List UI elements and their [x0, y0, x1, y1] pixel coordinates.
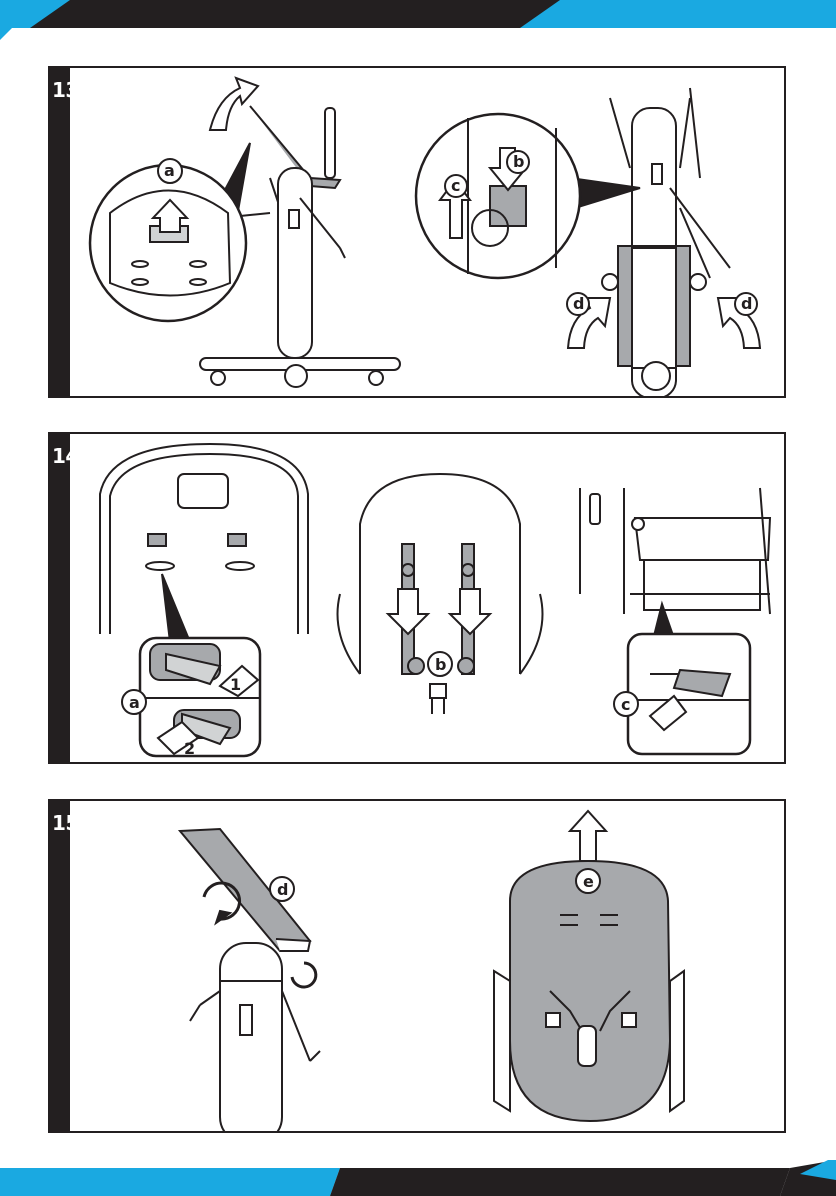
step-14-panel: 14 1 2: [48, 432, 786, 764]
step-13-panel: 13: [48, 66, 786, 398]
callout-e: e: [583, 872, 594, 891]
step-number-bar: 15: [50, 801, 70, 1131]
callout-d-left: d: [573, 294, 584, 313]
step-label-2: 2: [184, 739, 195, 758]
header-band: [0, 0, 836, 40]
step-number-bar: 13: [50, 68, 70, 396]
callout-b: b: [513, 152, 524, 171]
callout-a: a: [129, 693, 140, 712]
callout-a: a: [164, 161, 175, 180]
step-number-bar: 14: [50, 434, 70, 762]
callout-c: c: [451, 176, 460, 195]
callout-d-right: d: [741, 294, 752, 313]
callout-b: b: [435, 655, 446, 674]
step-label-1: 1: [230, 675, 241, 694]
step-15-illustration: d e: [70, 801, 784, 1131]
step-13-illustration: a b c d d: [70, 68, 784, 396]
footer-band: [0, 1160, 836, 1196]
step-15-panel: 15 d e: [48, 799, 786, 1133]
callout-c: c: [621, 695, 630, 714]
step-14-illustration: 1 2: [70, 434, 784, 762]
callout-d: d: [277, 880, 288, 899]
